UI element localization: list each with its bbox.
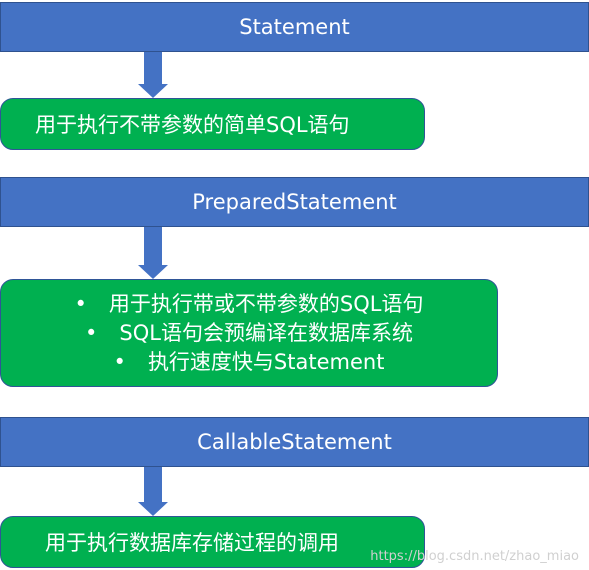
bullet-icon: • xyxy=(74,291,87,316)
callablestatement-description: 用于执行数据库存储过程的调用 xyxy=(45,531,339,555)
bullet-text: SQL语句会预编译在数据库系统 xyxy=(119,320,413,345)
bullet-icon: • xyxy=(85,320,98,345)
callablestatement-header: CallableStatement xyxy=(0,417,589,467)
statement-title: Statement xyxy=(239,15,350,39)
arrow-down-icon xyxy=(138,227,168,279)
arrow-down-icon xyxy=(138,467,168,516)
bullet-text: 用于执行带或不带参数的SQL语句 xyxy=(108,291,424,316)
arrow-down-icon xyxy=(138,52,168,98)
bullet-text: 执行速度快与Statement xyxy=(147,349,385,374)
preparedstatement-header: PreparedStatement xyxy=(0,177,589,227)
statement-description-box: 用于执行不带参数的简单SQL语句 xyxy=(0,98,425,150)
watermark: https://blog.csdn.net/zhao_miao xyxy=(370,549,579,564)
bullet-item: • SQL语句会预编译在数据库系统 xyxy=(85,319,413,348)
callablestatement-description-box: 用于执行数据库存储过程的调用 xyxy=(0,516,425,568)
bullet-icon: • xyxy=(113,349,126,374)
bullet-item: • 执行速度快与Statement xyxy=(114,348,385,377)
preparedstatement-title: PreparedStatement xyxy=(192,190,397,214)
bullet-item: • 用于执行带或不带参数的SQL语句 xyxy=(75,290,424,319)
statement-header: Statement xyxy=(0,2,589,52)
callablestatement-title: CallableStatement xyxy=(197,430,392,454)
preparedstatement-description-box: • 用于执行带或不带参数的SQL语句 • SQL语句会预编译在数据库系统 • 执… xyxy=(0,279,498,387)
statement-description: 用于执行不带参数的简单SQL语句 xyxy=(35,113,350,137)
